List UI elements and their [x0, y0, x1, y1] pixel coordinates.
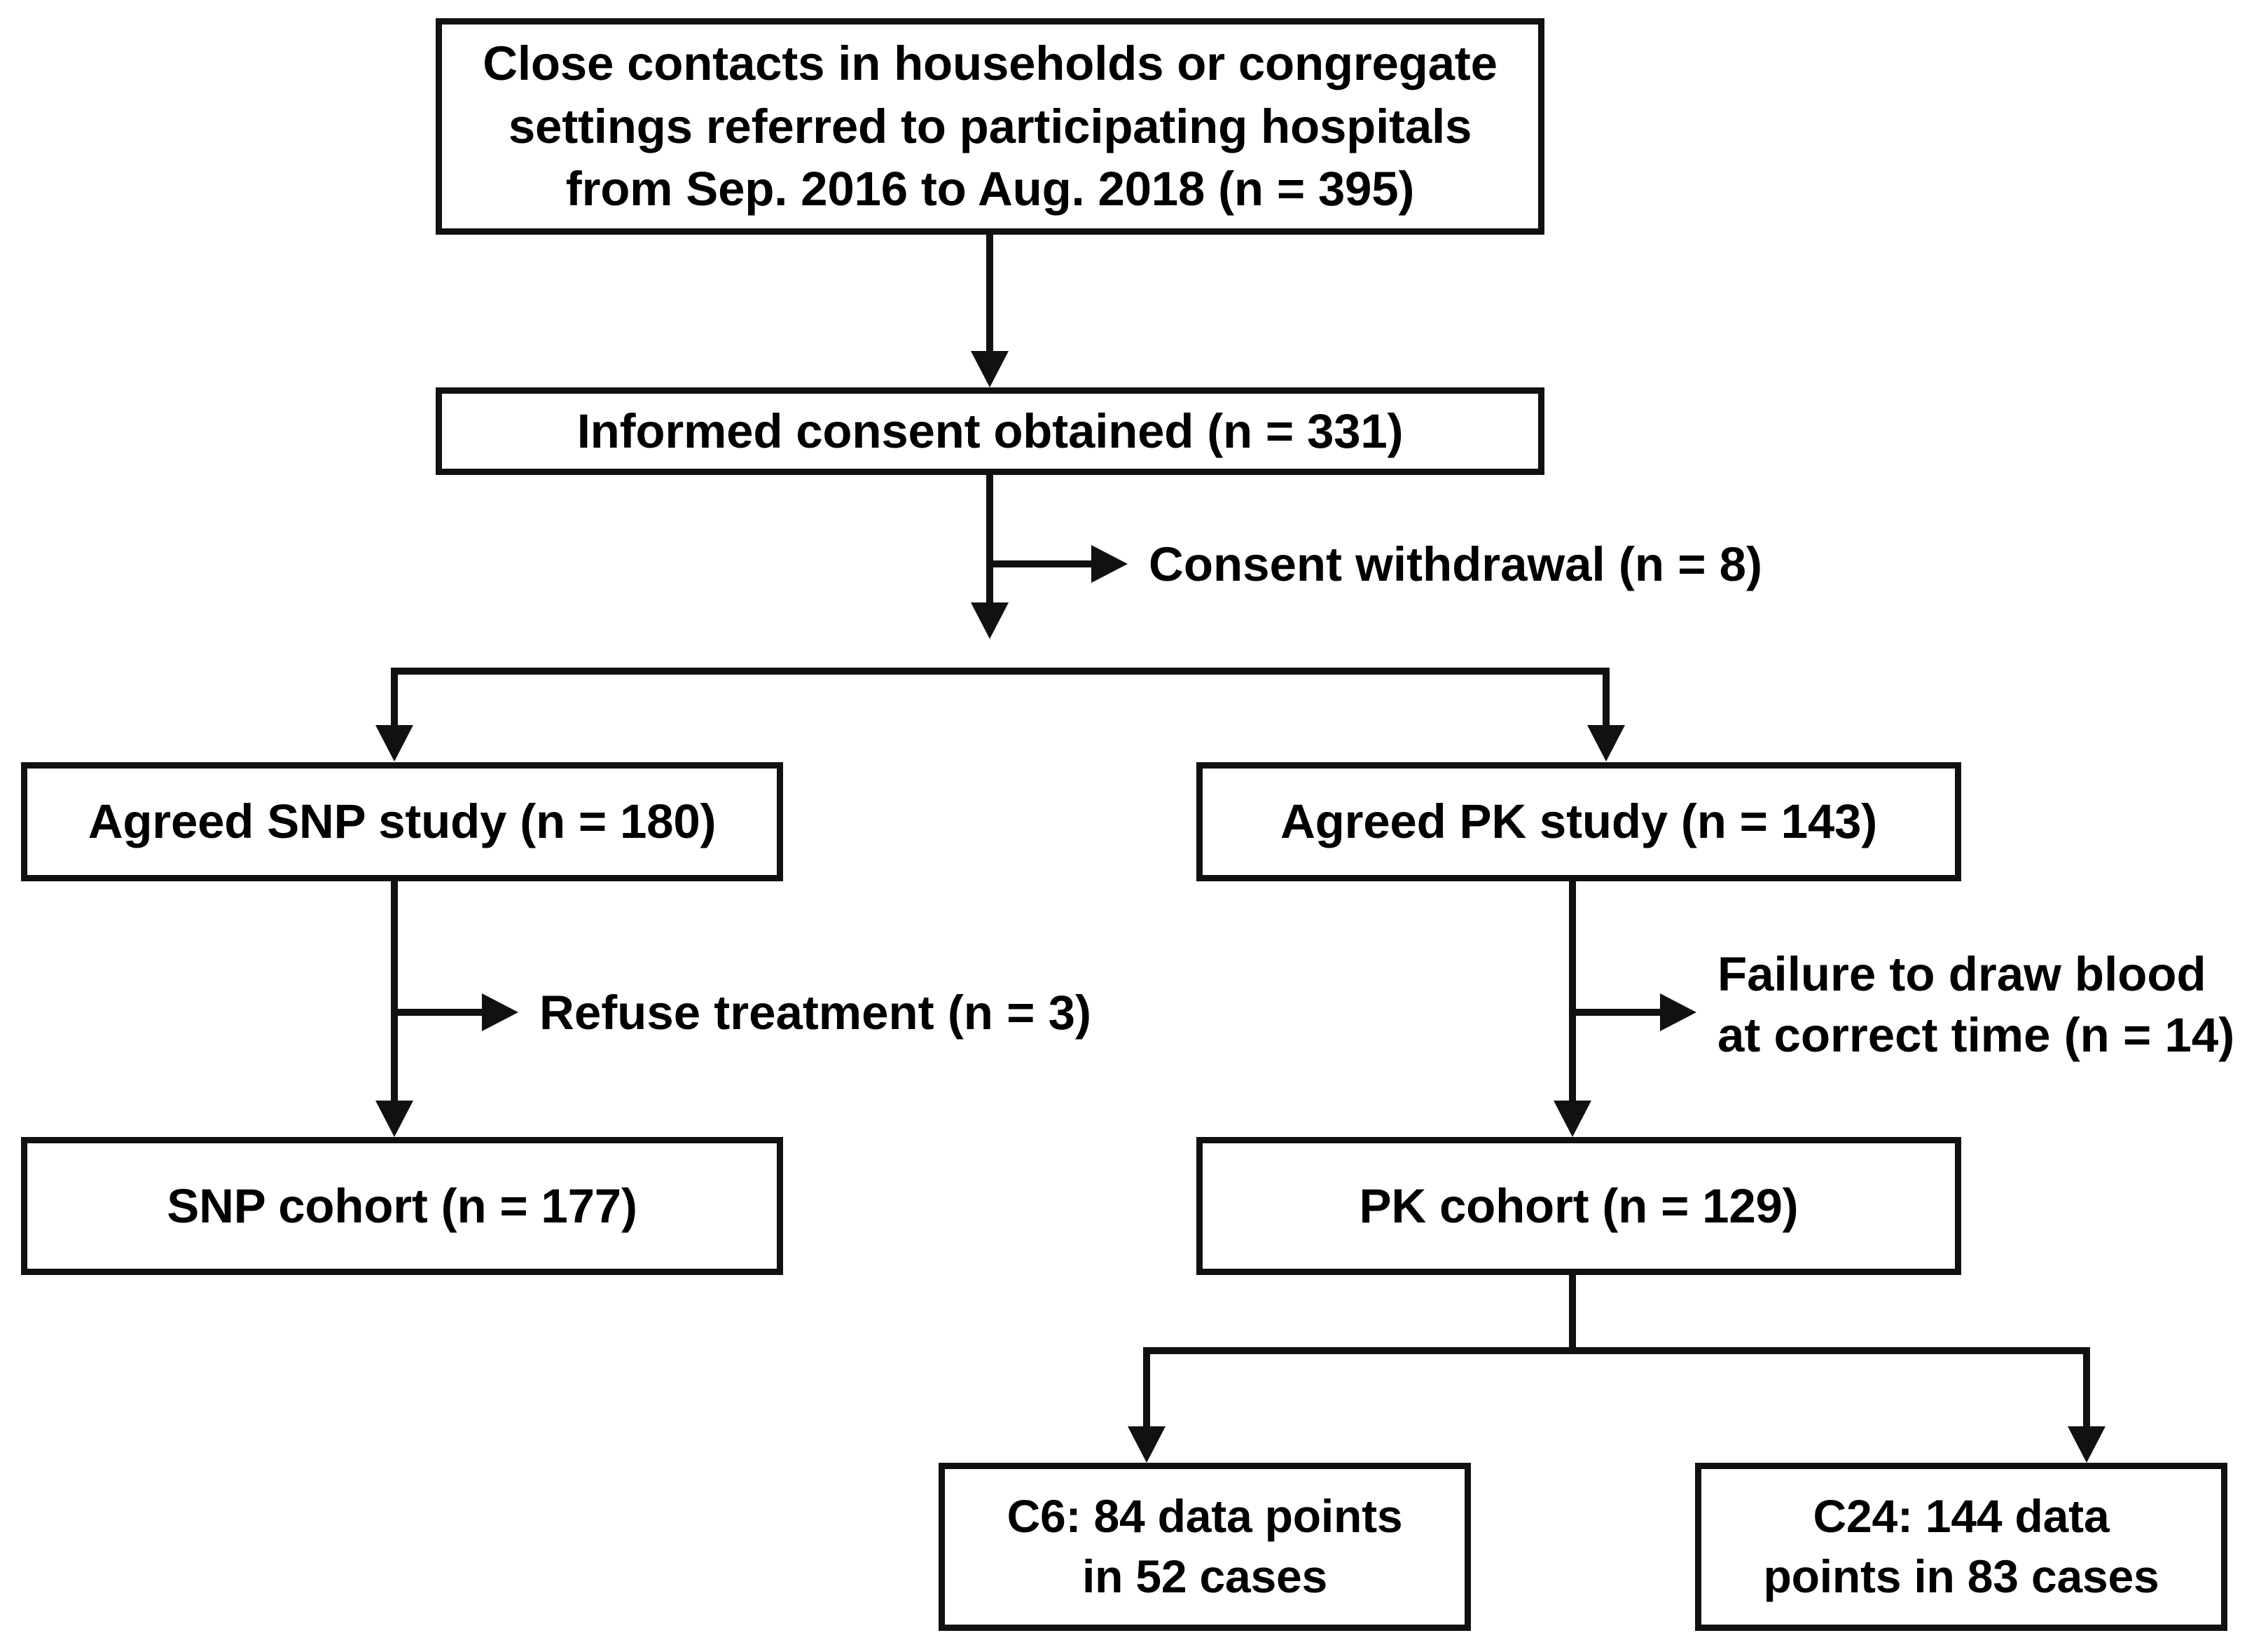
connector-agreed-snp-to-cohort	[391, 881, 398, 1101]
node-informed-consent-label: Informed consent obtained (n = 331)	[576, 404, 1404, 458]
node-c24-data-points-label: C24: 144 data points in 83 cases	[1763, 1490, 2159, 1602]
node-snp-cohort-label: SNP cohort (n = 177)	[167, 1178, 637, 1233]
arrowhead-split-to-agreed-snp	[375, 725, 413, 762]
exclusion-refuse-treatment: Refuse treatment (n = 3)	[539, 986, 1091, 1040]
arrowhead-consent-withdrawal	[1091, 545, 1128, 583]
arrowhead-agreed-snp-to-cohort	[375, 1101, 413, 1137]
split-bar-c6-c24	[1143, 1347, 2090, 1354]
connector-split-to-c6	[1143, 1347, 1150, 1426]
node-agreed-snp-study-label: Agreed SNP study (n = 180)	[88, 794, 717, 849]
node-informed-consent: Informed consent obtained (n = 331)	[436, 387, 1544, 475]
connector-pk-cohort-trunk	[1569, 1275, 1576, 1351]
connector-split-to-agreed-pk	[1603, 668, 1610, 725]
exclusion-failure-draw-blood: Failure to draw blood at correct time (n…	[1717, 947, 2235, 1062]
connector-split-to-agreed-snp	[391, 668, 398, 725]
node-c24-data-points: C24: 144 data points in 83 cases	[1695, 1463, 2227, 1631]
arrowhead-split-to-c24	[2068, 1426, 2105, 1463]
arrowhead-agreed-pk-to-cohort	[1554, 1101, 1591, 1137]
node-enrolled: Close contacts in households or congrega…	[436, 18, 1544, 235]
exclusion-consent-withdrawal: Consent withdrawal (n = 8)	[1149, 537, 1763, 591]
connector-failure-draw-blood	[1569, 1009, 1660, 1016]
connector-split-to-c24	[2083, 1347, 2090, 1426]
node-c6-data-points-label: C6: 84 data points in 52 cases	[1007, 1490, 1403, 1602]
arrowhead-failure-draw-blood	[1660, 993, 1696, 1031]
connector-consent-trunk	[986, 475, 993, 602]
arrowhead-refuse-treatment	[482, 993, 518, 1031]
split-bar-snp-pk	[391, 668, 1610, 675]
node-enrolled-label: Close contacts in households or congrega…	[483, 36, 1498, 216]
node-c6-data-points: C6: 84 data points in 52 cases	[939, 1463, 1471, 1631]
arrowhead-split-to-c6	[1128, 1426, 1166, 1463]
node-agreed-pk-study-label: Agreed PK study (n = 143)	[1280, 794, 1877, 849]
arrowhead-enrolled-to-consent	[971, 351, 1009, 387]
connector-agreed-pk-to-cohort	[1569, 881, 1576, 1101]
node-pk-cohort-label: PK cohort (n = 129)	[1359, 1178, 1799, 1233]
arrowhead-split-to-agreed-pk	[1587, 725, 1625, 762]
arrowhead-consent-trunk	[971, 602, 1009, 639]
connector-refuse-treatment	[391, 1009, 482, 1016]
node-agreed-pk-study: Agreed PK study (n = 143)	[1196, 762, 1961, 881]
node-pk-cohort: PK cohort (n = 129)	[1196, 1137, 1961, 1275]
node-snp-cohort: SNP cohort (n = 177)	[21, 1137, 783, 1275]
node-agreed-snp-study: Agreed SNP study (n = 180)	[21, 762, 783, 881]
connector-enrolled-to-consent	[986, 235, 993, 351]
connector-consent-withdrawal	[986, 560, 1091, 567]
